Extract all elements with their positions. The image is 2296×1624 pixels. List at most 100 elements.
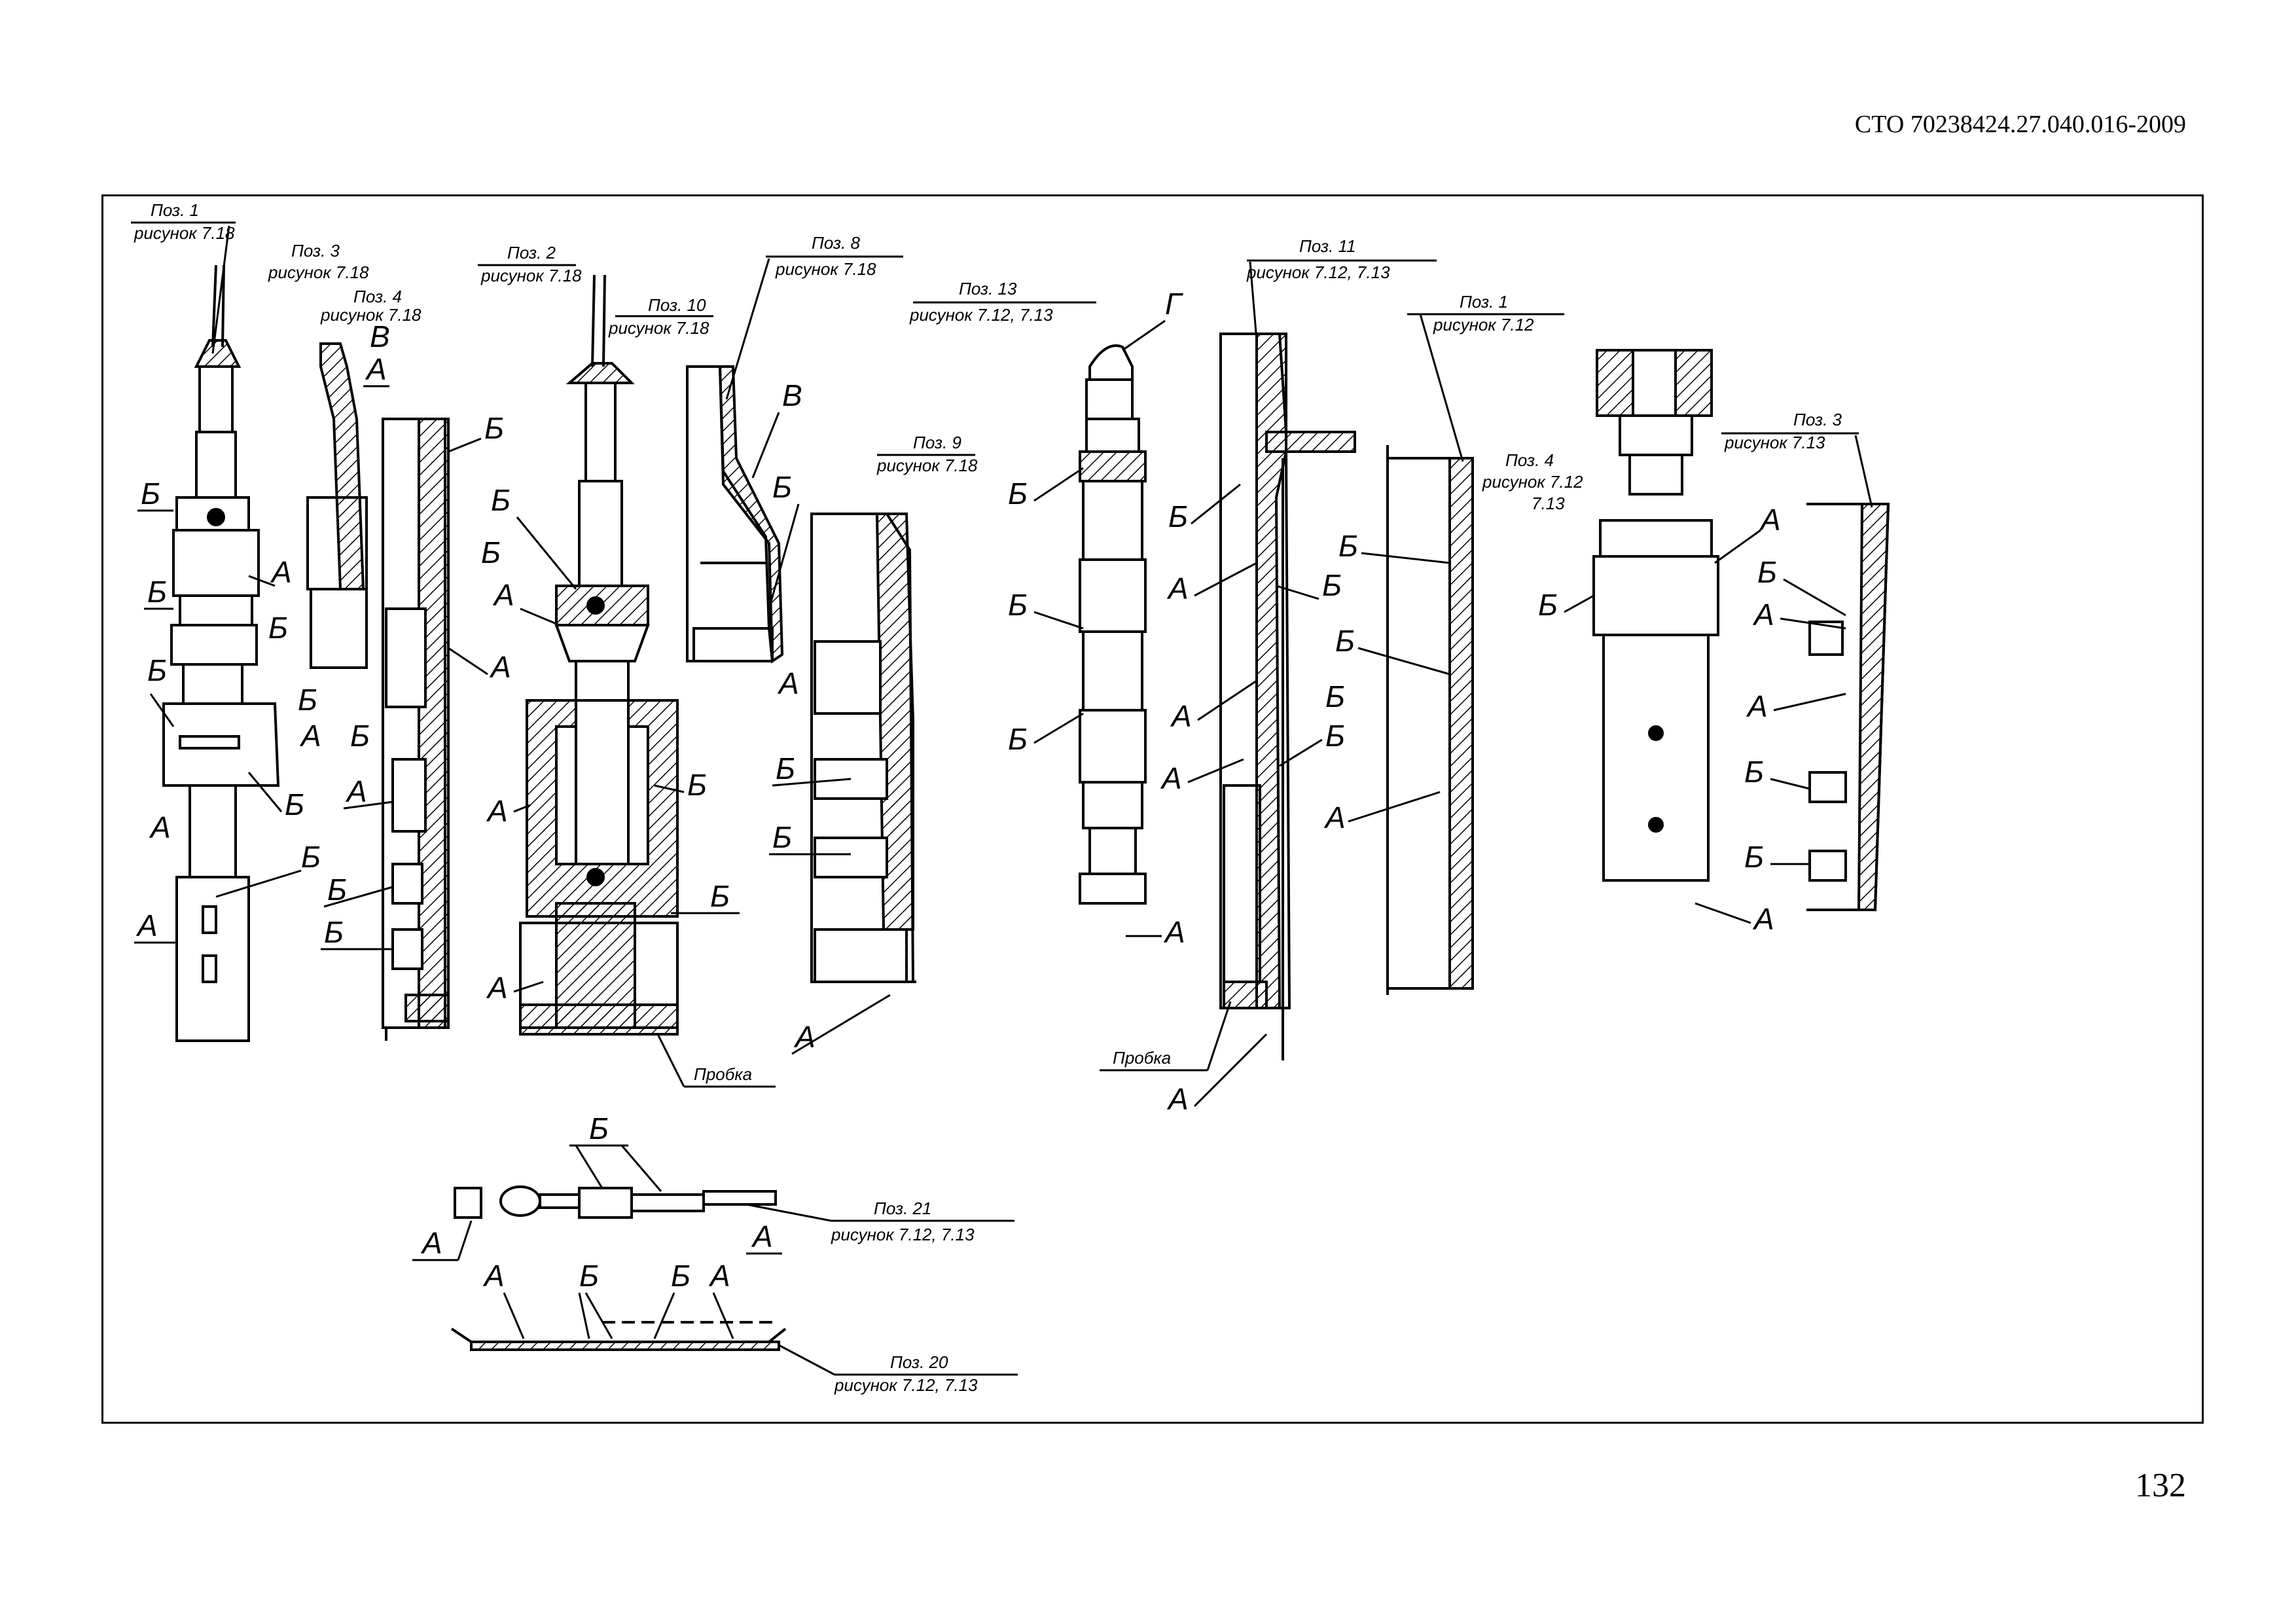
mark-a: А [708, 1259, 730, 1293]
mark-b: Б [1744, 840, 1764, 874]
mark-b: Б [298, 683, 317, 717]
mark-b: Б [687, 768, 707, 802]
callout-pos10-fig718: Поз. 10 рисунок 7.18 [608, 295, 713, 338]
callout-pos9-fig718: Поз. 9 рисунок 7.18 [876, 433, 978, 475]
mark-b: Б [776, 751, 795, 785]
mark-b: Б [1168, 499, 1188, 533]
svg-text:Поз. 1: Поз. 1 [1460, 292, 1508, 312]
svg-text:Поз. 2: Поз. 2 [507, 243, 556, 262]
mark-b: Б [579, 1259, 599, 1293]
callout-ref: рисунок 7.18 [134, 223, 235, 243]
mark-a: А [135, 909, 158, 943]
part-1-drawing [162, 264, 280, 1042]
svg-text:Поз. 9: Поз. 9 [913, 433, 961, 452]
mark-b: Б [1322, 568, 1342, 602]
mark-b: Б [1325, 679, 1345, 713]
mark-v: В [370, 319, 390, 353]
part-21-drawing [454, 1185, 777, 1219]
svg-text:рисунок 7.12: рисунок 7.12 [1433, 315, 1534, 334]
mark-a: А [1746, 689, 1768, 723]
mark-a: А [486, 794, 508, 828]
svg-text:Поз. 3: Поз. 3 [1793, 410, 1842, 429]
plug-label-2: Пробка [1100, 1001, 1232, 1072]
svg-text:рисунок 7.12, 7.13: рисунок 7.12, 7.13 [909, 305, 1053, 325]
svg-text:рисунок 7.18: рисунок 7.18 [268, 262, 369, 282]
svg-text:Поз. 3: Поз. 3 [291, 241, 340, 261]
mark-a: А [149, 810, 171, 844]
mark-a: А [1752, 598, 1774, 632]
callout-pos13-fig712: Поз. 13 рисунок 7.12, 7.13 [909, 279, 1096, 325]
plug-label-1: Пробка [656, 1034, 776, 1088]
mark-a: А [270, 555, 292, 589]
document-code: СТО 70238424.27.040.016-2009 [1854, 111, 2186, 138]
callout-pos2-fig718: Поз. 2 рисунок 7.18 [478, 243, 582, 285]
mark-a: А [299, 719, 321, 753]
mark-b: Б [1325, 719, 1345, 753]
mark-a: А [793, 1020, 816, 1054]
mark-b: Б [589, 1111, 609, 1146]
callout-pos8-fig718: Поз. 8 рисунок 7.18 [725, 233, 903, 400]
svg-text:Поз. 4: Поз. 4 [353, 287, 402, 306]
mark-a: А [1166, 1082, 1189, 1116]
mark-b: Б [1008, 722, 1028, 756]
mark-a: А [492, 578, 514, 612]
mark-b: Б [285, 787, 304, 821]
callout-pos4-fig718: Поз. 4 рисунок 7.18 [320, 287, 422, 325]
svg-text:рисунок 7.18: рисунок 7.18 [320, 305, 422, 325]
mark-a: А [1752, 902, 1774, 936]
mark-b: Б [147, 653, 167, 687]
svg-text:Поз. 13: Поз. 13 [959, 279, 1017, 298]
svg-text:рисунок 7.18: рисунок 7.18 [775, 259, 876, 279]
part-3-plate-drawing [1806, 503, 1890, 911]
mark-a: А [482, 1259, 505, 1293]
mark-a: А [1166, 571, 1189, 605]
mark-a: А [345, 774, 367, 808]
part-2-drawing [519, 274, 679, 1036]
svg-text:Пробка: Пробка [1113, 1048, 1171, 1068]
callout-title: Поз. 1 [151, 200, 199, 220]
mark-a: А [365, 352, 387, 386]
mark-b: Б [1538, 588, 1558, 622]
mark-v: В [782, 378, 802, 412]
svg-text:рисунок 7.18: рисунок 7.18 [480, 266, 582, 285]
svg-text:7.13: 7.13 [1532, 494, 1565, 513]
part-9-drawing [810, 513, 916, 983]
svg-text:Поз. 8: Поз. 8 [812, 233, 861, 253]
callout-pos11-fig712: Поз. 11 рисунок 7.12, 7.13 [1246, 236, 1437, 341]
part-13-drawing [1079, 344, 1147, 905]
mark-a: А [486, 971, 508, 1005]
drawing-frame [101, 194, 2204, 1424]
part-8-10-drawing [686, 365, 784, 664]
part-1-plate-drawing [1386, 445, 1474, 995]
callout-pos3-fig718: Поз. 3 рисунок 7.18 [268, 241, 369, 282]
mark-b: Б [772, 820, 792, 854]
part-4-drawing [1592, 349, 1719, 882]
mark-b: Б [141, 477, 160, 511]
svg-text:Поз. 10: Поз. 10 [648, 295, 706, 315]
svg-text:рисунок 7.18: рисунок 7.18 [876, 456, 978, 475]
svg-text:рисунок 7.18: рисунок 7.18 [608, 318, 709, 338]
svg-text:рисунок 7.12, 7.13: рисунок 7.12, 7.13 [834, 1375, 978, 1395]
mark-b: Б [1338, 529, 1358, 563]
page-number: 132 [2135, 1467, 2186, 1504]
mark-b: Б [710, 879, 730, 913]
mark-g: Г [1165, 287, 1183, 321]
svg-text:рисунок 7.12, 7.13: рисунок 7.12, 7.13 [831, 1225, 975, 1244]
mark-b: Б [1335, 624, 1355, 658]
mark-b: Б [1008, 588, 1028, 622]
mark-b: Б [481, 535, 501, 569]
mark-a: А [1759, 503, 1781, 537]
svg-text:Поз. 20: Поз. 20 [890, 1352, 948, 1372]
callout-pos1-fig712: Поз. 1 рисунок 7.12 [1407, 292, 1564, 462]
callout-pos3-fig713: Поз. 3 рисунок 7.13 [1721, 410, 1873, 508]
mark-a: А [1170, 699, 1192, 733]
svg-text:рисунок 7.13: рисунок 7.13 [1724, 433, 1825, 452]
mark-a: А [420, 1226, 442, 1260]
callout-pos1-fig718: Поз. 1 рисунок 7.18 [131, 200, 236, 354]
svg-text:Поз. 11: Поз. 11 [1299, 236, 1356, 256]
mark-a: А [751, 1219, 773, 1254]
svg-text:рисунок 7.12, 7.13: рисунок 7.12, 7.13 [1246, 262, 1390, 282]
mark-a: А [1160, 761, 1182, 795]
mark-a: А [489, 650, 511, 684]
